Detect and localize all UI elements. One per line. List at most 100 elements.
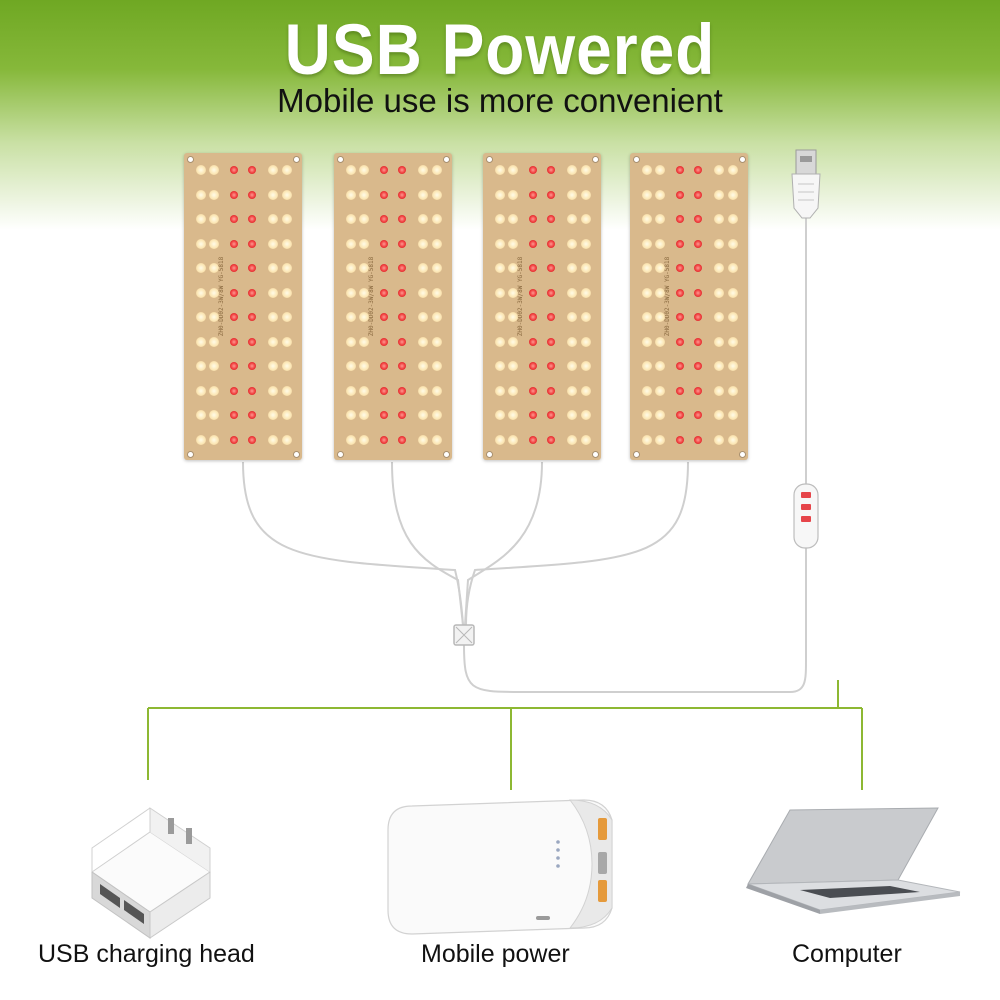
warm-led (581, 214, 591, 224)
warm-led (581, 410, 591, 420)
mounting-hole (592, 156, 599, 163)
warm-led (282, 410, 292, 420)
warm-led (268, 361, 278, 371)
red-led (694, 411, 702, 419)
red-led (380, 362, 388, 370)
red-led (398, 288, 406, 297)
laptop-icon (746, 807, 961, 914)
warm-led (209, 189, 219, 200)
warm-led (346, 336, 356, 347)
warm-led (418, 336, 428, 347)
mounting-hole (486, 156, 493, 163)
warm-led (418, 238, 428, 249)
red-led (380, 313, 388, 321)
warm-led (346, 410, 356, 420)
warm-led (209, 410, 219, 420)
red-led (380, 386, 388, 395)
red-led (230, 362, 238, 370)
warm-led (209, 361, 219, 371)
warm-led (655, 410, 665, 420)
warm-led (728, 410, 738, 420)
red-led (676, 288, 684, 297)
warm-led (282, 361, 292, 371)
warm-led (209, 312, 219, 322)
warm-led (432, 361, 442, 371)
main-cable (463, 548, 807, 693)
warm-led (495, 312, 505, 322)
warm-led (655, 434, 665, 445)
red-led (529, 215, 537, 223)
red-led (694, 386, 702, 395)
red-led (529, 166, 537, 174)
warm-led (418, 361, 428, 371)
warm-led (714, 287, 724, 298)
red-led (547, 435, 555, 444)
red-led (230, 190, 238, 199)
warm-led (655, 361, 665, 371)
red-led (230, 166, 238, 174)
warm-led (567, 165, 577, 175)
warm-led (728, 214, 738, 224)
warm-led (655, 165, 665, 175)
warm-led (567, 361, 577, 371)
red-led (230, 239, 238, 248)
red-led (248, 215, 256, 223)
red-led (676, 166, 684, 174)
warm-led (209, 263, 219, 273)
mounting-hole (293, 451, 300, 458)
red-led (529, 288, 537, 297)
panel-model-text: ZH0-DD02-3W/8W YG-5818 (218, 256, 226, 337)
warm-led (567, 287, 577, 298)
red-led (676, 215, 684, 223)
warm-led (581, 287, 591, 298)
warm-led (581, 361, 591, 371)
warm-led (714, 385, 724, 396)
red-led (676, 386, 684, 395)
warm-led (714, 238, 724, 249)
red-led (676, 313, 684, 321)
warm-led (495, 189, 505, 200)
warm-led (209, 214, 219, 224)
warm-led (196, 434, 206, 445)
warm-led (728, 287, 738, 298)
warm-led (418, 434, 428, 445)
warm-led (495, 214, 505, 224)
warm-led (196, 165, 206, 175)
red-led (547, 411, 555, 419)
red-led (547, 313, 555, 321)
warm-led (432, 214, 442, 224)
red-led (380, 264, 388, 272)
warm-led (346, 361, 356, 371)
warm-led (728, 434, 738, 445)
red-led (398, 239, 406, 248)
red-led (230, 288, 238, 297)
usb-plug-icon (791, 149, 821, 219)
red-led (547, 288, 555, 297)
mounting-hole (337, 156, 344, 163)
warm-led (418, 385, 428, 396)
red-led (380, 215, 388, 223)
warm-led (642, 336, 652, 347)
warm-led (418, 263, 428, 273)
warm-led (508, 361, 518, 371)
warm-led (432, 263, 442, 273)
red-led (529, 313, 537, 321)
red-led (547, 166, 555, 174)
warm-led (642, 287, 652, 298)
red-led (398, 386, 406, 395)
warm-led (432, 336, 442, 347)
red-led (676, 435, 684, 444)
red-led (380, 239, 388, 248)
warm-led (268, 263, 278, 273)
warm-led (359, 336, 369, 347)
warm-led (581, 238, 591, 249)
warm-led (268, 214, 278, 224)
red-led (694, 313, 702, 321)
warm-led (418, 189, 428, 200)
red-led (694, 166, 702, 174)
warm-led (508, 238, 518, 249)
warm-led (567, 189, 577, 200)
red-led (380, 190, 388, 199)
red-led (694, 239, 702, 248)
warm-led (642, 189, 652, 200)
